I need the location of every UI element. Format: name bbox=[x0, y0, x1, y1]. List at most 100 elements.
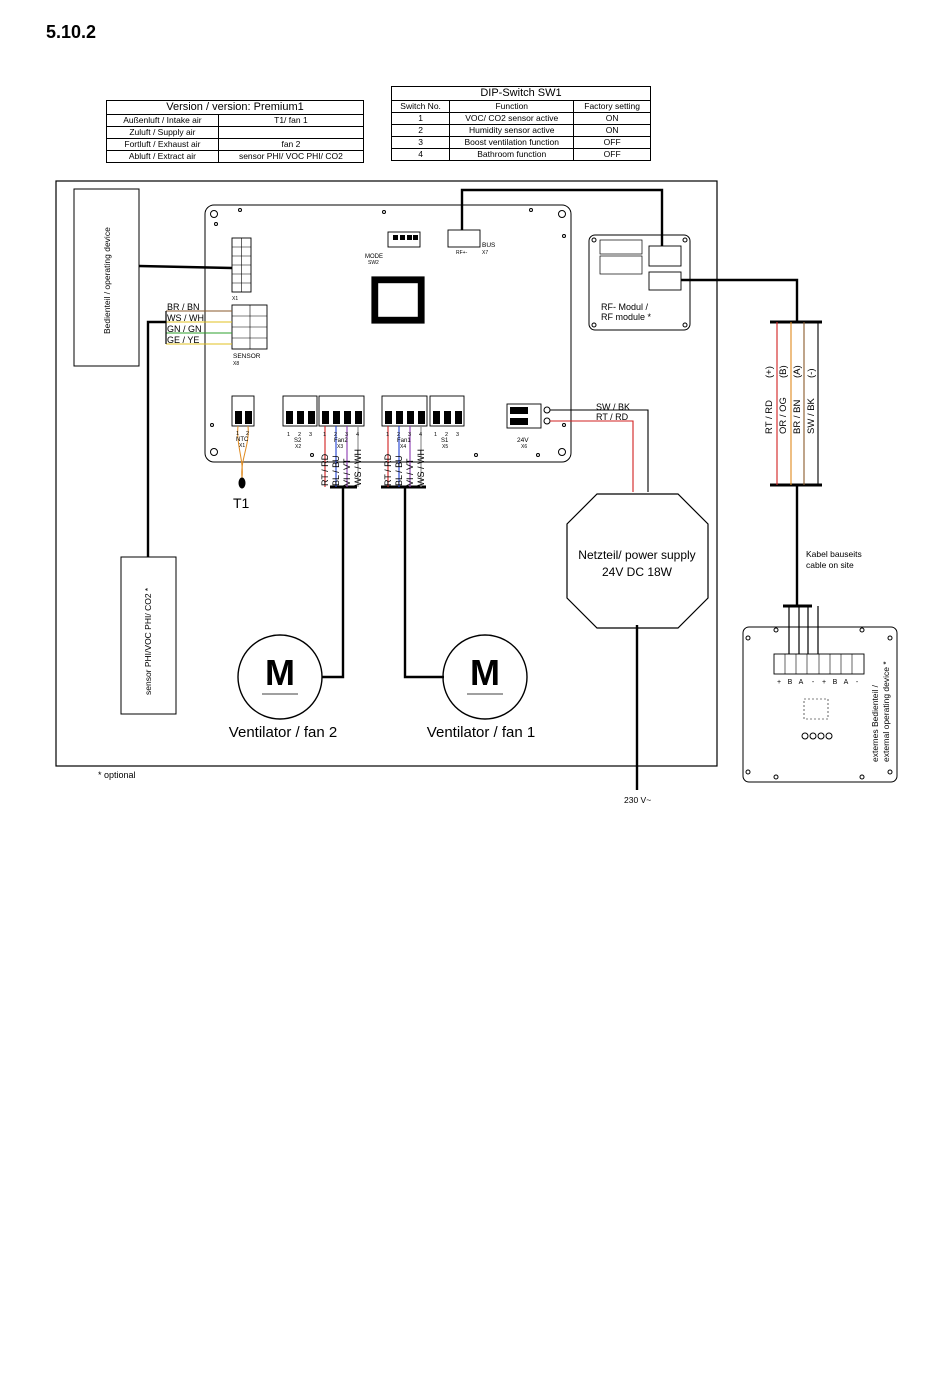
rf-module-part bbox=[599, 239, 643, 255]
fan2-pin: 1 bbox=[323, 432, 326, 438]
psu-spec: 24V DC 18W bbox=[602, 565, 673, 579]
microcontroller-top bbox=[377, 282, 419, 318]
sensor-wire-label: GN / GN bbox=[167, 324, 202, 334]
fan1-cable bbox=[403, 487, 444, 679]
mount-hole bbox=[474, 453, 478, 457]
ntc-connector bbox=[231, 395, 255, 427]
mount-hole bbox=[773, 627, 779, 633]
fan2-motor-symbol: M bbox=[265, 652, 295, 693]
operating-device-cable bbox=[138, 264, 233, 270]
ntc-label: NTC bbox=[236, 437, 249, 443]
fan2-pin: 3 bbox=[345, 432, 348, 438]
fan2-wire-label: BL / BU bbox=[331, 455, 341, 486]
fan1-motor bbox=[442, 634, 528, 720]
thermistor-lead bbox=[241, 425, 249, 479]
mode-label: MODE bbox=[365, 254, 383, 260]
fan1-pin: 3 bbox=[408, 432, 411, 438]
operating-device-box bbox=[73, 188, 140, 367]
table-cell: 4 bbox=[390, 148, 451, 161]
s2-pin: 2 bbox=[298, 432, 301, 438]
table-cell: sensor PHI/ VOC PHI/ CO2 bbox=[217, 150, 365, 163]
bus-wire-label: SW / BK bbox=[806, 397, 817, 434]
psu-label: Netzteil/ power supply bbox=[578, 548, 695, 562]
rf-module-part bbox=[599, 255, 643, 275]
mount-hole bbox=[210, 423, 214, 427]
x1-ref-label: X1 bbox=[232, 296, 238, 302]
mount-hole bbox=[859, 774, 865, 780]
fan2-cable bbox=[322, 487, 345, 679]
power-connector-24v bbox=[506, 403, 551, 429]
cable-label: cable on site bbox=[806, 560, 854, 570]
ext-terminal-label: A bbox=[799, 679, 804, 686]
ext-device-led bbox=[809, 732, 817, 740]
ext-terminal-label: - bbox=[812, 679, 815, 686]
operating-device-label: Bedienteil / operating device bbox=[102, 227, 112, 334]
fan1-conn-label: Fan1 bbox=[397, 438, 411, 444]
table-cell: OFF bbox=[573, 148, 651, 161]
t1-label: T1 bbox=[233, 495, 250, 511]
bus-pins: RF+- bbox=[456, 250, 468, 256]
ext-terminal-label: + bbox=[822, 679, 826, 686]
mount-hole bbox=[382, 210, 386, 214]
bus-label: BUS bbox=[482, 242, 496, 249]
fan1-pin: 4 bbox=[419, 432, 422, 438]
mount-hole bbox=[558, 210, 566, 218]
fan1-label: Ventilator / fan 1 bbox=[427, 724, 535, 741]
s2-connector bbox=[282, 395, 318, 427]
fan1-motor-symbol: M bbox=[470, 652, 500, 693]
mount-hole bbox=[745, 635, 751, 641]
bus-signal-label: (A) bbox=[792, 365, 803, 378]
mount-hole bbox=[210, 210, 218, 218]
ext-terminal-label: B bbox=[788, 679, 793, 686]
fan2-pin: 2 bbox=[334, 432, 337, 438]
x1-connector bbox=[231, 237, 252, 293]
mount-hole bbox=[591, 322, 597, 328]
mount-hole bbox=[310, 453, 314, 457]
s1-connector bbox=[429, 395, 465, 427]
ext-terminal-label: - bbox=[856, 679, 859, 686]
wire-black bbox=[550, 409, 649, 492]
dip-switch-table: DIP-Switch SW1 Switch No. Function Facto… bbox=[390, 86, 651, 161]
dip-lever bbox=[407, 235, 412, 240]
mount-hole bbox=[773, 774, 779, 780]
diagram-frame bbox=[55, 180, 718, 767]
ext-device-chip bbox=[803, 698, 829, 720]
wire-red bbox=[550, 420, 634, 492]
mount-hole bbox=[210, 448, 218, 456]
fan1-pin: 1 bbox=[386, 432, 389, 438]
fan2-conn-label: Fan2 bbox=[334, 438, 348, 444]
fan1-wire-label: RT / RD bbox=[383, 453, 393, 486]
bus-wire-label: BR / BN bbox=[792, 400, 803, 434]
mount-hole bbox=[887, 635, 893, 641]
rf-to-bus-cable bbox=[681, 278, 799, 322]
fan1-wire-label: WS / WH bbox=[416, 449, 426, 486]
ext-device-led bbox=[801, 732, 809, 740]
mode-ref: SW2 bbox=[368, 260, 379, 266]
fan1-pin: 2 bbox=[397, 432, 400, 438]
mount-hole bbox=[859, 627, 865, 633]
v24-label: 24V bbox=[517, 437, 529, 444]
mount-hole bbox=[887, 769, 893, 775]
ext-terminal-label: A bbox=[844, 679, 849, 686]
dip-lever bbox=[393, 235, 398, 240]
sensor-wire-label: GE / YE bbox=[167, 335, 199, 345]
ext-device-label: external operating device * bbox=[881, 661, 891, 762]
section-number: 5.10.2 bbox=[46, 22, 97, 42]
dip-lever bbox=[413, 235, 418, 240]
rf-module-connector bbox=[648, 271, 682, 291]
mount-hole bbox=[238, 208, 242, 212]
sensor-wire-label: BR / BN bbox=[167, 302, 200, 312]
ext-device-led bbox=[825, 732, 833, 740]
s1-pin: 1 bbox=[434, 432, 437, 438]
ext-terminal-label: B bbox=[833, 679, 838, 686]
ext-device-label: externes Bedienteil / bbox=[870, 684, 880, 762]
s1-ref: X5 bbox=[442, 444, 448, 450]
dip-lever bbox=[400, 235, 405, 240]
s2-label: S2 bbox=[294, 438, 302, 444]
fan2-label: Ventilator / fan 2 bbox=[229, 724, 337, 741]
